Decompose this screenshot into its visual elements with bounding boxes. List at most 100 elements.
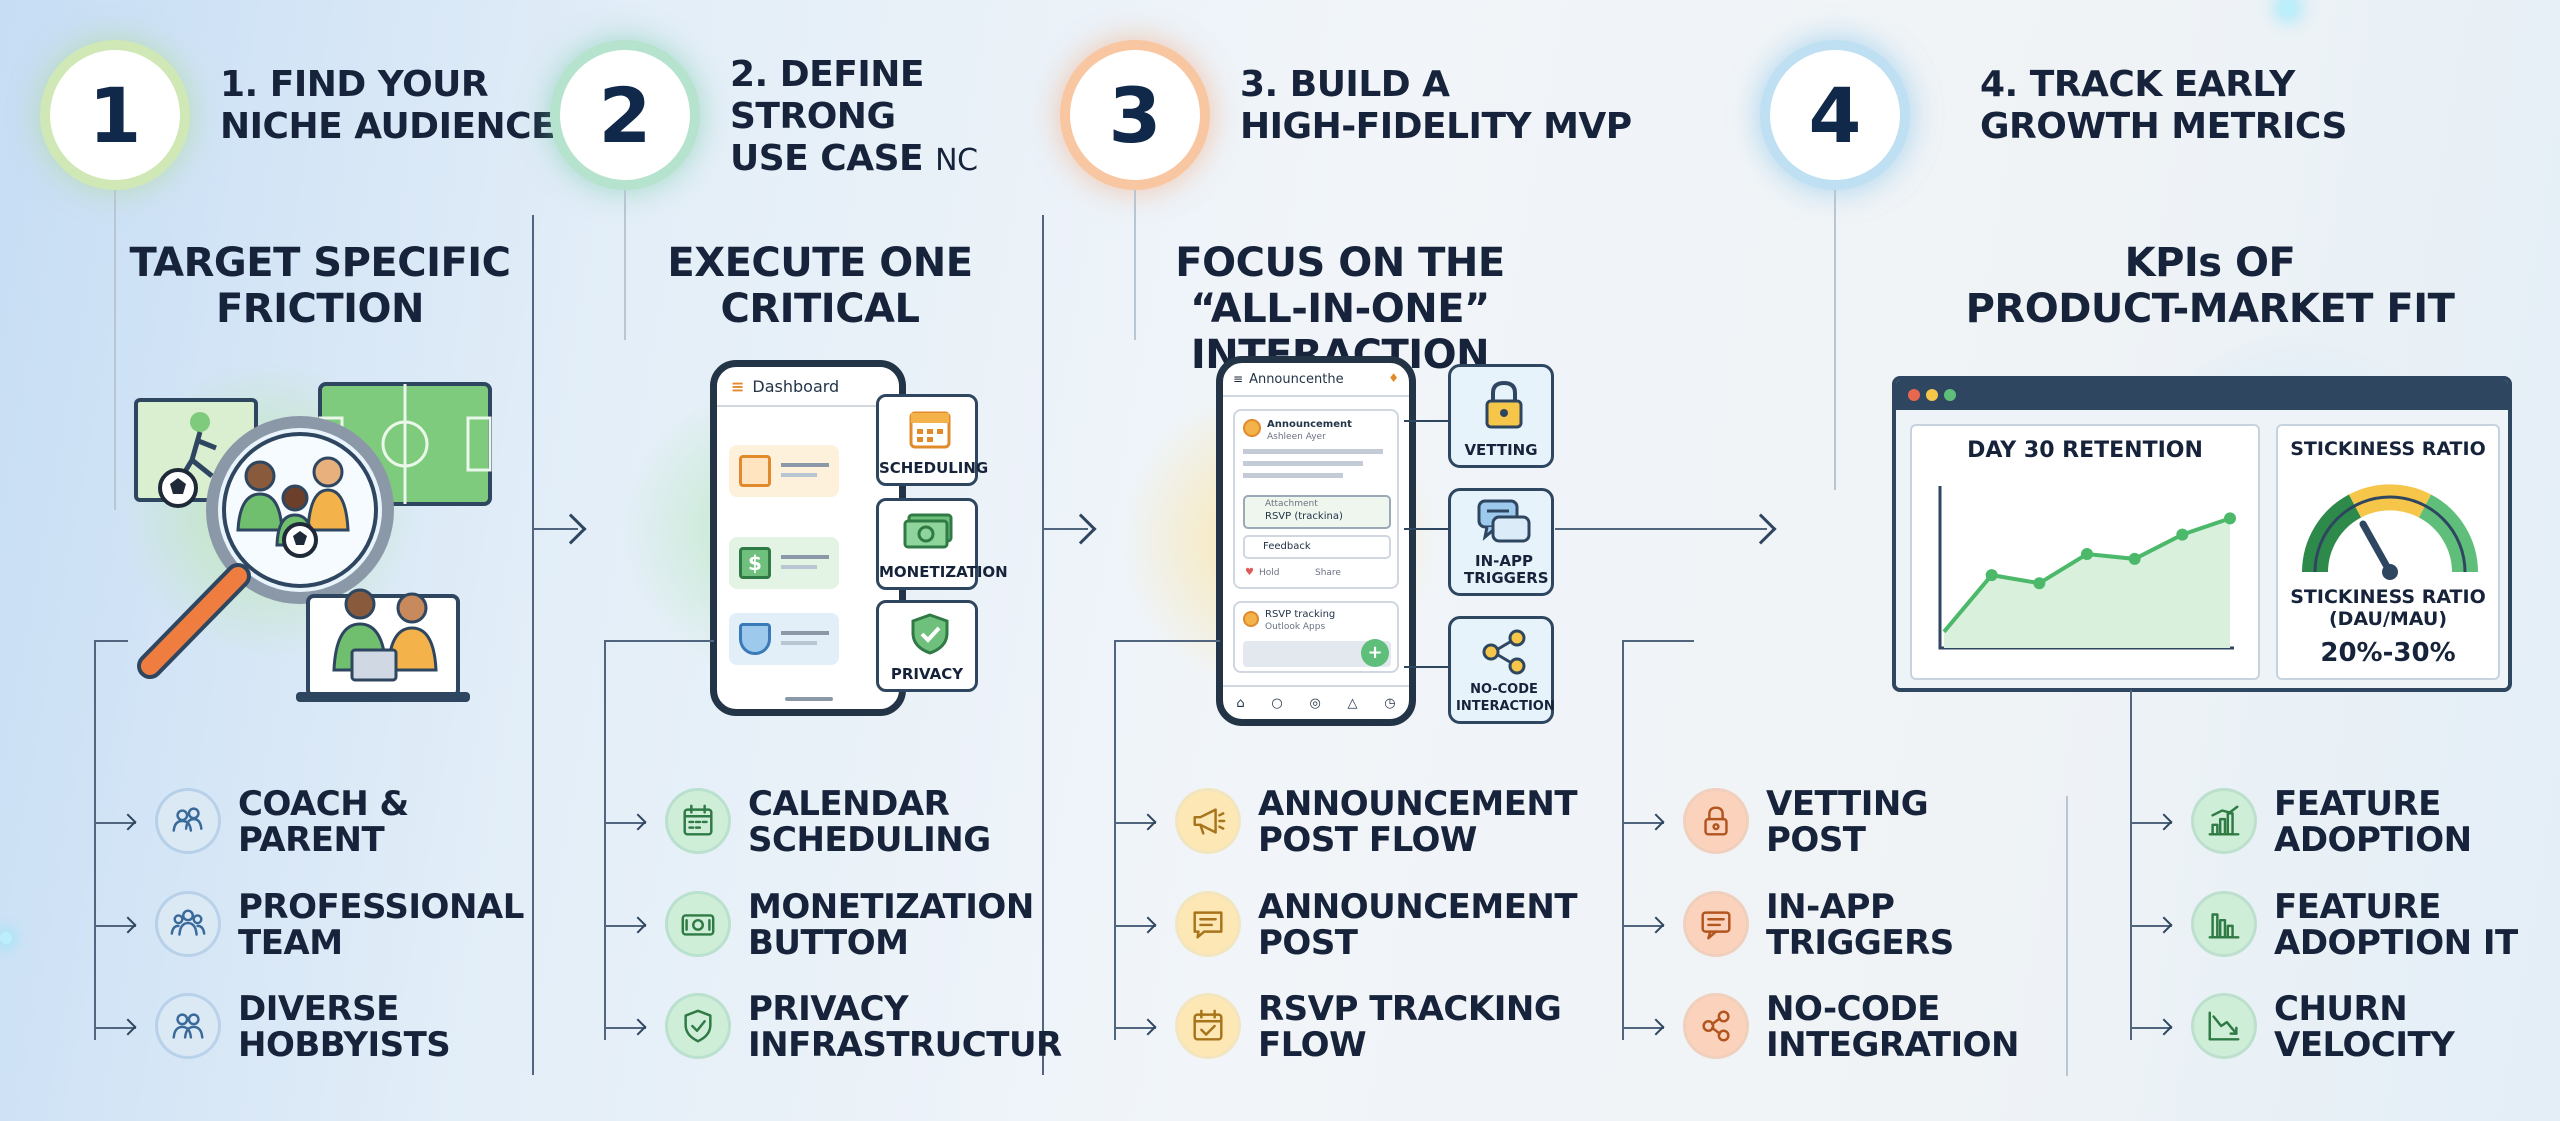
step3-to-step4-arrow [1745, 513, 1777, 545]
monetization-card: MONETIZATION [876, 498, 1008, 590]
bracket-4-top [1622, 640, 1694, 642]
bell-icon: ♦ [1388, 371, 1399, 385]
list-arrow [119, 916, 137, 934]
group-icon [158, 791, 218, 851]
phone-2-menu-icon: ≡ [731, 376, 745, 396]
list-connector [2132, 925, 2172, 927]
post-title: Announcement [1267, 419, 1352, 430]
stickiness-title: STICKINESS RATIO [2290, 438, 2486, 460]
lock-icon [1686, 791, 1746, 851]
money-icon [668, 894, 728, 954]
step-1-title: 1. FIND YOUR NICHE AUDIENCE [220, 64, 556, 147]
divider-3-4 [2066, 796, 2068, 1076]
separator-2-stub [1042, 528, 1088, 530]
list-connector [606, 925, 646, 927]
chart-point [2033, 577, 2046, 590]
people-icon [158, 996, 218, 1056]
step-3-number: 3 [1108, 70, 1162, 160]
placeholder-line [781, 565, 817, 569]
window-dot-green [1944, 389, 1956, 401]
stickiness-value: 20%-30% [2320, 638, 2456, 668]
add-button[interactable]: + [1361, 639, 1389, 667]
list-arrow [1647, 916, 1665, 934]
list-connector [1624, 925, 1664, 927]
phone-3-tracking-card: RSVP tracking Outlook Apps + [1233, 601, 1399, 673]
target-icon[interactable]: ◎ [1309, 695, 1321, 711]
share-network-icon [1482, 629, 1526, 675]
step-1-number: 1 [88, 70, 142, 160]
columns-icon [2194, 894, 2254, 954]
step-1-subtitle: TARGET SPECIFIC FRICTION [129, 240, 511, 332]
bracket-4 [1622, 640, 1624, 1040]
search-icon[interactable]: ○ [1271, 695, 1283, 711]
rsvp-sub: Attachment [1265, 499, 1318, 509]
separator-1 [532, 215, 534, 1075]
calendar-icon [668, 791, 728, 851]
connector-2 [624, 190, 626, 340]
in-app-triggers-card: IN-APP TRIGGERS [1448, 488, 1554, 596]
step-2-number: 2 [598, 70, 652, 160]
list-arrow [119, 1018, 137, 1036]
placeholder-line [781, 641, 817, 645]
bracket-3-top [1114, 640, 1220, 642]
in-app-triggers-card-label: IN-APP TRIGGERS [1464, 552, 1549, 587]
vetting-connector [1404, 420, 1450, 422]
list-arrow [2155, 1018, 2173, 1036]
avatar [1243, 611, 1259, 627]
bell-icon[interactable]: △ [1347, 695, 1358, 711]
connector-3 [1134, 190, 1136, 340]
chart-point [2128, 552, 2141, 565]
tracking-title: RSVP tracking [1265, 609, 1336, 620]
vetting-card: VETTING [1448, 364, 1554, 468]
list-item-label: COACH &PARENT [238, 784, 409, 860]
rsvp-label: RSVP (trackina) [1265, 511, 1343, 522]
home-icon[interactable]: ⌂ [1236, 695, 1245, 711]
list-arrow [629, 1018, 647, 1036]
list-arrow [1647, 1018, 1665, 1036]
list-connector [96, 925, 136, 927]
connector-1 [114, 190, 116, 510]
list-connector [1116, 822, 1156, 824]
shield-icon [668, 996, 728, 1056]
chart-point [2176, 528, 2189, 541]
share-label: Share [1315, 568, 1341, 578]
step-2-title: 2. DEFINE STRONG USE CASE NC [730, 54, 978, 179]
vetting-card-label: VETTING [1464, 441, 1538, 459]
sparkle-dot-2 [0, 932, 12, 944]
calendar-icon [909, 411, 951, 449]
clock-icon[interactable]: ◷ [1384, 695, 1396, 711]
phone-2-row-1 [729, 445, 839, 497]
placeholder-line [781, 463, 829, 467]
post-author: Ashleen Ayer [1267, 432, 1326, 442]
sparkle-dot [2280, 0, 2296, 16]
money-icon [903, 513, 953, 549]
placeholder-line [1243, 461, 1363, 466]
chat-icon [1178, 894, 1238, 954]
step-3-title: 3. BUILD A HIGH-FIDELITY MVP [1240, 64, 1632, 147]
like-label: Hold [1259, 568, 1280, 578]
list-connector [2132, 822, 2172, 824]
list-arrow [629, 813, 647, 831]
rsvp-box: Attachment RSVP (trackina) [1243, 495, 1391, 529]
feedback-label: Feedback [1263, 541, 1311, 552]
bracket-2-top [604, 640, 714, 642]
step-1-badge: 1 [50, 50, 180, 180]
step-4-subtitle: KPIs OF PRODUCT-MARKET FIT [1965, 240, 2455, 332]
chart-point [1985, 569, 1998, 582]
separator-2 [1042, 215, 1044, 1075]
kpi-dashboard: DAY 30 RETENTION STICKINESS RATIO STICKI… [1892, 376, 2512, 692]
list-connector [1116, 925, 1156, 927]
stickiness-panel: STICKINESS RATIO STICKINESS RATIO (DAU/M… [2276, 424, 2500, 680]
stickiness-gauge [2302, 484, 2478, 580]
step-4-number: 4 [1808, 70, 1862, 160]
